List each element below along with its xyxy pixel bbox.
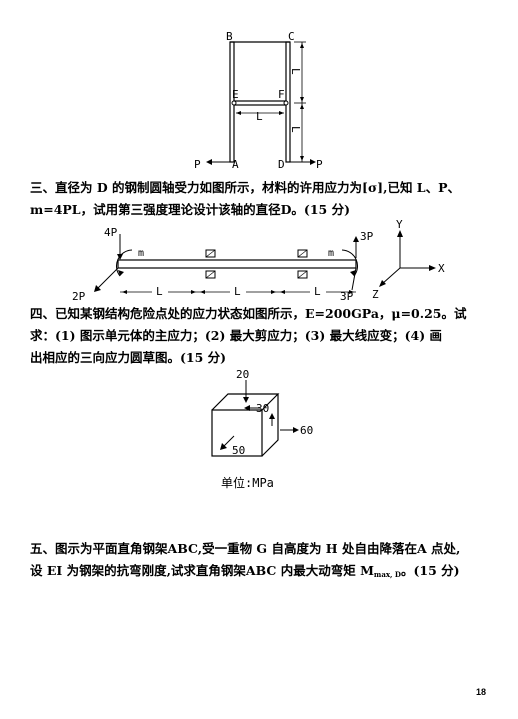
question-5-line-2-tail: 。(15 分) [400, 563, 460, 578]
label-l-horizontal: L [256, 110, 263, 123]
stress-60-label: 60 [300, 424, 313, 437]
axis-z-label: Z [372, 288, 379, 301]
label-3p-top: 3P [360, 230, 374, 243]
question-4-line-1: 四、已知某钢结构危险点处的应力状态如图所示，E=200GPa，μ=0.25。试 [30, 306, 467, 321]
question-5-subscript: max, D [373, 570, 401, 579]
frame-figure: B C E F L L L P A D P [194, 30, 323, 171]
question-4: 四、已知某钢结构危险点处的应力状态如图所示，E=200GPa，μ=0.25。试 … [30, 303, 492, 369]
stress-50-label: 50 [232, 444, 245, 457]
label-l-1: L [156, 285, 163, 298]
question-4-line-2: 求：(1) 图示单元体的主应力；(2) 最大剪应力；(3) 最大线应变；(4) … [30, 328, 443, 343]
label-c: C [288, 30, 295, 43]
label-l-3: L [314, 285, 321, 298]
stress-30-label: 30 [256, 402, 269, 415]
label-b: B [226, 30, 233, 43]
stress-element-figure: 20 30 60 50 [211, 368, 313, 457]
label-3p-bottom: 3P [340, 290, 354, 302]
question-4-line-3: 出相应的三向应力圆草图。(15 分) [30, 350, 227, 365]
label-e: E [232, 88, 239, 101]
label-l-bottom: L [289, 126, 302, 133]
question-5-line-2: 设 EI 为钢架的抗弯刚度,试求直角钢架ABC 内最大动弯矩 Mmax, D。(… [30, 560, 492, 586]
label-d: D [278, 158, 285, 171]
label-f: F [278, 88, 285, 101]
label-m-left: m [138, 248, 144, 259]
stress-20-label: 20 [236, 368, 249, 381]
unit-label: 单位:MPa [221, 476, 274, 490]
axis-x-label: X [438, 262, 445, 275]
question-5-line-2-main: 设 EI 为钢架的抗弯刚度,试求直角钢架ABC 内最大动弯矩 M [30, 563, 374, 578]
question-3-line-2: m=4PL，试用第三强度理论设计该轴的直径D。(15 分) [30, 202, 351, 217]
axis-y-label: Y [396, 220, 403, 231]
label-4p: 4P [104, 226, 118, 239]
label-a: A [232, 158, 239, 171]
question-5-line-1: 五、图示为平面直角钢架ABC,受一重物 G 自高度为 H 处自由降落在A 点处, [30, 541, 461, 556]
label-2p: 2P [72, 290, 86, 302]
shaft-figure: 4P m 3P m 2P L L L 3P Y X Z [72, 220, 445, 302]
label-l-2: L [234, 285, 241, 298]
question-3-line-1: 三、直径为 D 的钢制圆轴受力如图所示，材料的许用应力为[σ],已知 L、P、 [30, 180, 460, 195]
page-number: 18 [475, 687, 486, 697]
label-p-right: P [316, 158, 323, 171]
label-p-left: P [194, 158, 201, 171]
label-m-right: m [328, 248, 334, 259]
question-5: 五、图示为平面直角钢架ABC,受一重物 G 自高度为 H 处自由降落在A 点处,… [30, 538, 492, 586]
label-l-top: L [289, 68, 302, 75]
question-3: 三、直径为 D 的钢制圆轴受力如图所示，材料的许用应力为[σ],已知 L、P、 … [30, 177, 492, 221]
